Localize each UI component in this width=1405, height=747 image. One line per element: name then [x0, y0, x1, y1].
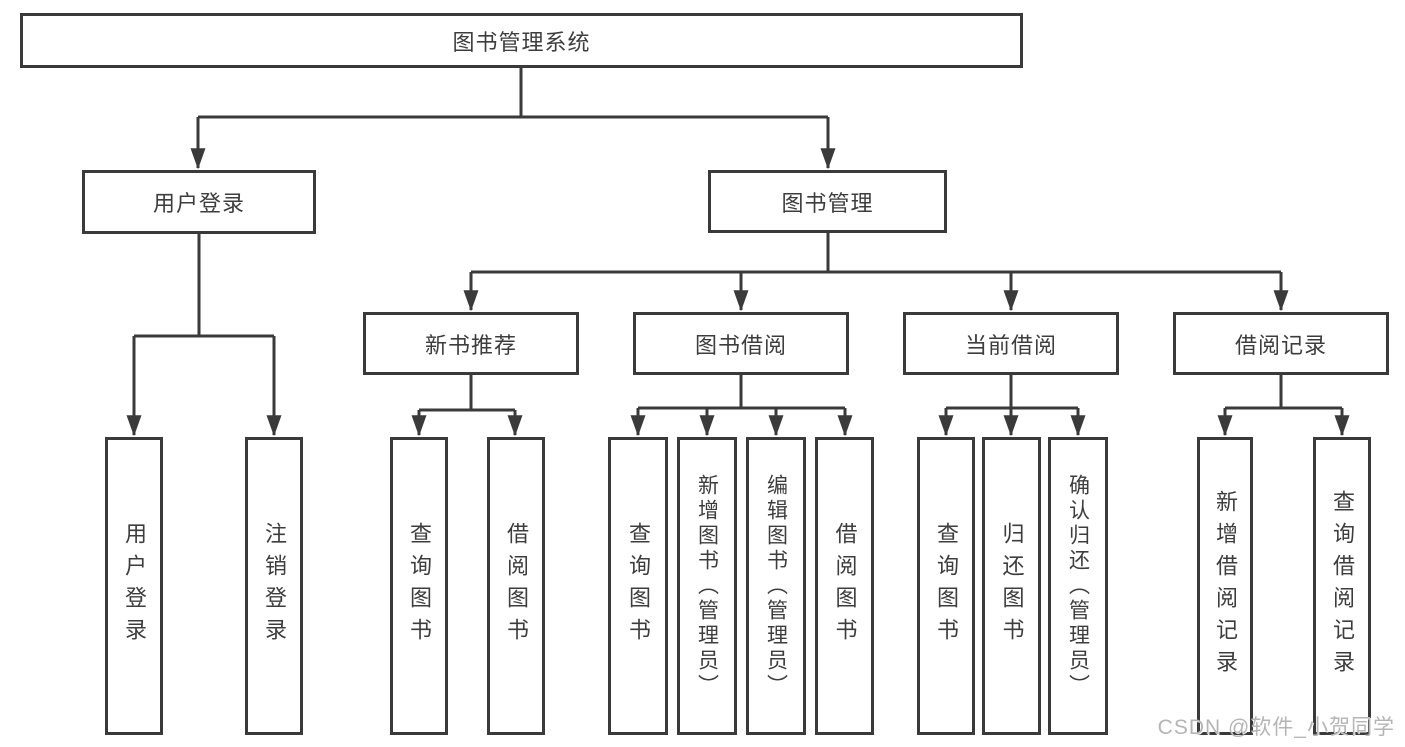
node-current-borrowing: 当前借阅 [903, 312, 1119, 375]
leaf-current-query-books: 查询图书 [917, 437, 975, 735]
leaf-newbook-borrow-books-label: 借阅图书 [504, 522, 529, 650]
node-user-login-label: 用户登录 [152, 191, 245, 216]
leaf-records-add-record-label: 新增借阅记录 [1213, 490, 1238, 682]
leaf-borrowing-query-books: 查询图书 [608, 437, 668, 735]
leaf-newbook-query-books-label: 查询图书 [407, 522, 432, 650]
node-new-book-recommendation-label: 新书推荐 [424, 332, 517, 358]
leaf-current-confirm-return-admin: 确认归还（管理员） [1048, 437, 1108, 735]
leaf-logout-label: 注销登录 [262, 522, 287, 650]
leaf-records-query-record: 查询借阅记录 [1313, 437, 1371, 735]
leaf-newbook-borrow-books: 借阅图书 [487, 437, 545, 735]
leaf-current-confirm-return-admin-label: 确认归还（管理员） [1066, 473, 1090, 699]
node-book-borrowing-label: 图书借阅 [694, 332, 787, 358]
leaf-borrowing-borrow-books-label: 借阅图书 [832, 522, 858, 650]
leaf-borrowing-query-books-label: 查询图书 [626, 522, 651, 650]
leaf-borrowing-add-books-admin: 新增图书（管理员） [677, 437, 737, 735]
leaf-current-return-books: 归还图书 [982, 437, 1041, 735]
node-new-book-recommendation: 新书推荐 [363, 312, 579, 375]
node-book-borrowing: 图书借阅 [633, 312, 849, 375]
node-book-management-label: 图书管理 [781, 190, 874, 216]
leaf-borrowing-add-books-admin-label: 新增图书（管理员） [695, 473, 719, 699]
leaf-records-add-record: 新增借阅记录 [1197, 437, 1253, 735]
leaf-borrowing-borrow-books: 借阅图书 [815, 437, 874, 735]
node-root-label: 图书管理系统 [452, 29, 591, 55]
node-borrowing-records-label: 借阅记录 [1234, 332, 1327, 358]
node-current-borrowing-label: 当前借阅 [964, 332, 1057, 358]
leaf-borrowing-edit-books-admin: 编辑图书（管理员） [746, 437, 806, 735]
leaf-current-query-books-label: 查询图书 [934, 522, 959, 650]
node-borrowing-records: 借阅记录 [1173, 312, 1389, 375]
leaf-newbook-query-books: 查询图书 [390, 437, 448, 735]
leaf-current-return-books-label: 归还图书 [999, 522, 1025, 650]
node-user-login: 用户登录 [82, 170, 316, 234]
leaf-logout: 注销登录 [245, 437, 303, 735]
leaf-borrowing-edit-books-admin-label: 编辑图书（管理员） [764, 473, 788, 699]
node-book-management: 图书管理 [708, 170, 947, 233]
node-root: 图书管理系统 [20, 13, 1023, 68]
leaf-records-query-record-label: 查询借阅记录 [1330, 490, 1355, 682]
watermark: CSDN @软件_小贺同学 [1157, 716, 1395, 739]
leaf-user-login: 用户登录 [105, 437, 163, 735]
leaf-user-login-label: 用户登录 [122, 522, 147, 650]
